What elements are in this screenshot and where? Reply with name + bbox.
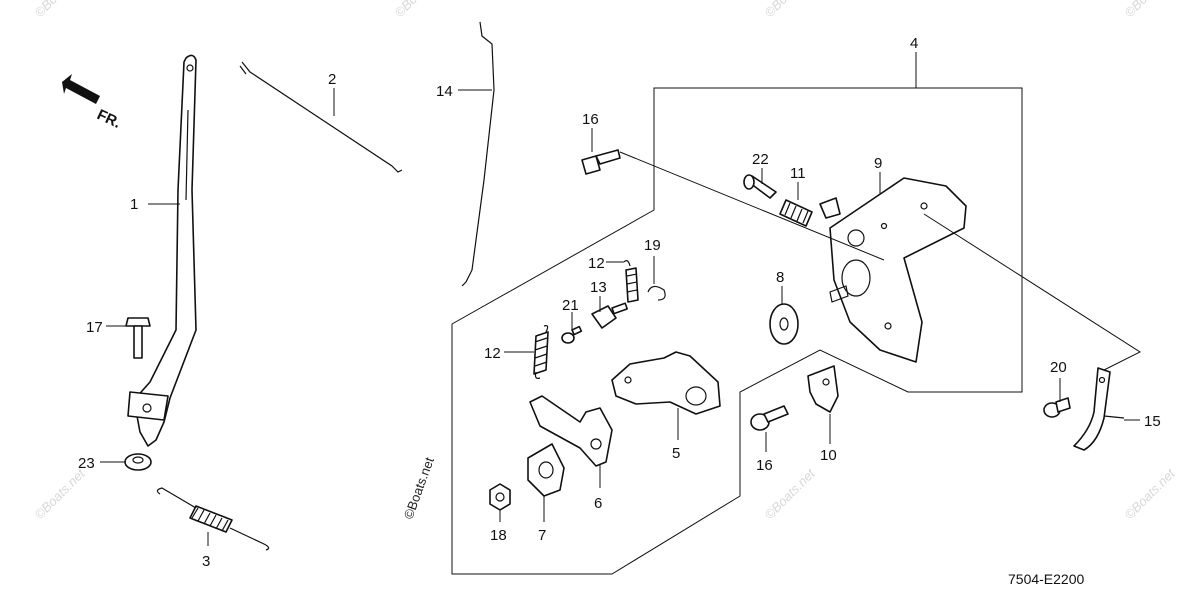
part-lever xyxy=(127,54,197,447)
part-plate-9 xyxy=(819,177,967,363)
assembly-outline xyxy=(451,52,1023,575)
callout-12b: 12 xyxy=(588,255,605,272)
callout-4: 4 xyxy=(910,35,918,52)
watermark: ©Boats.net xyxy=(762,0,819,20)
callout-17: 17 xyxy=(86,319,103,336)
part-bolt-20 xyxy=(1043,397,1071,418)
watermark: ©Boats.net xyxy=(1122,0,1179,20)
callout-2: 2 xyxy=(328,71,336,88)
callout-11: 11 xyxy=(790,165,806,182)
callout-16a: 16 xyxy=(582,111,599,128)
part-bolt-17 xyxy=(125,317,151,359)
watermark: ©Boats.net xyxy=(1122,465,1179,522)
callout-8: 8 xyxy=(776,269,784,286)
part-arm-5 xyxy=(611,351,721,415)
callout-18: 18 xyxy=(490,527,507,544)
watermark-vertical: ©Boats.net xyxy=(401,455,437,521)
callouts: 1 2 3 4 5 6 7 8 9 10 11 12 12 13 14 15 1… xyxy=(78,35,1161,570)
part-21 xyxy=(561,325,583,344)
part-spring-3 xyxy=(156,487,270,551)
part-spring-12a xyxy=(533,325,549,379)
part-bracket-6 xyxy=(529,395,613,467)
front-label: FR. xyxy=(94,106,123,132)
ref-code: 7504-E2200 xyxy=(1008,571,1085,587)
callout-23: 23 xyxy=(78,455,95,472)
callout-20: 20 xyxy=(1050,359,1067,376)
part-nut-18 xyxy=(489,483,511,511)
callout-22: 22 xyxy=(752,151,769,168)
callout-1: 1 xyxy=(130,196,138,213)
part-cam-7 xyxy=(527,443,565,497)
callout-7: 7 xyxy=(538,527,546,544)
callout-9: 9 xyxy=(874,155,882,172)
part-13 xyxy=(591,302,629,329)
callout-13: 13 xyxy=(590,279,607,296)
part-ring-19 xyxy=(647,285,666,301)
part-washer-8 xyxy=(769,303,799,345)
callout-14: 14 xyxy=(436,83,453,100)
callout-10: 10 xyxy=(820,447,837,464)
callout-6: 6 xyxy=(594,495,602,512)
part-nut-23 xyxy=(124,453,152,471)
front-arrow: FR. xyxy=(62,74,123,132)
callout-15: 15 xyxy=(1144,413,1161,430)
callout-21: 21 xyxy=(562,297,579,314)
callout-3: 3 xyxy=(202,553,210,570)
connection-lines xyxy=(619,151,1142,373)
callout-5: 5 xyxy=(672,445,680,462)
part-rod xyxy=(239,61,403,173)
part-spring-11 xyxy=(779,199,813,227)
watermark: ©Boats.net xyxy=(392,0,449,20)
part-bolt-16b xyxy=(750,405,789,431)
part-bolt-16a xyxy=(581,149,621,175)
part-clamp-15 xyxy=(1073,367,1125,451)
callout-12a: 12 xyxy=(484,345,501,362)
part-spring-12b xyxy=(623,260,639,303)
watermark: ©Boats.net xyxy=(32,0,89,20)
callout-19: 19 xyxy=(644,237,661,254)
part-bolt-22 xyxy=(743,174,777,199)
leader-lines xyxy=(100,88,1140,546)
callout-16b: 16 xyxy=(756,457,773,474)
front-arrow-icon xyxy=(62,74,100,104)
part-clip-10 xyxy=(807,365,839,413)
watermark: ©Boats.net xyxy=(32,465,89,522)
part-wire-14 xyxy=(461,21,495,287)
